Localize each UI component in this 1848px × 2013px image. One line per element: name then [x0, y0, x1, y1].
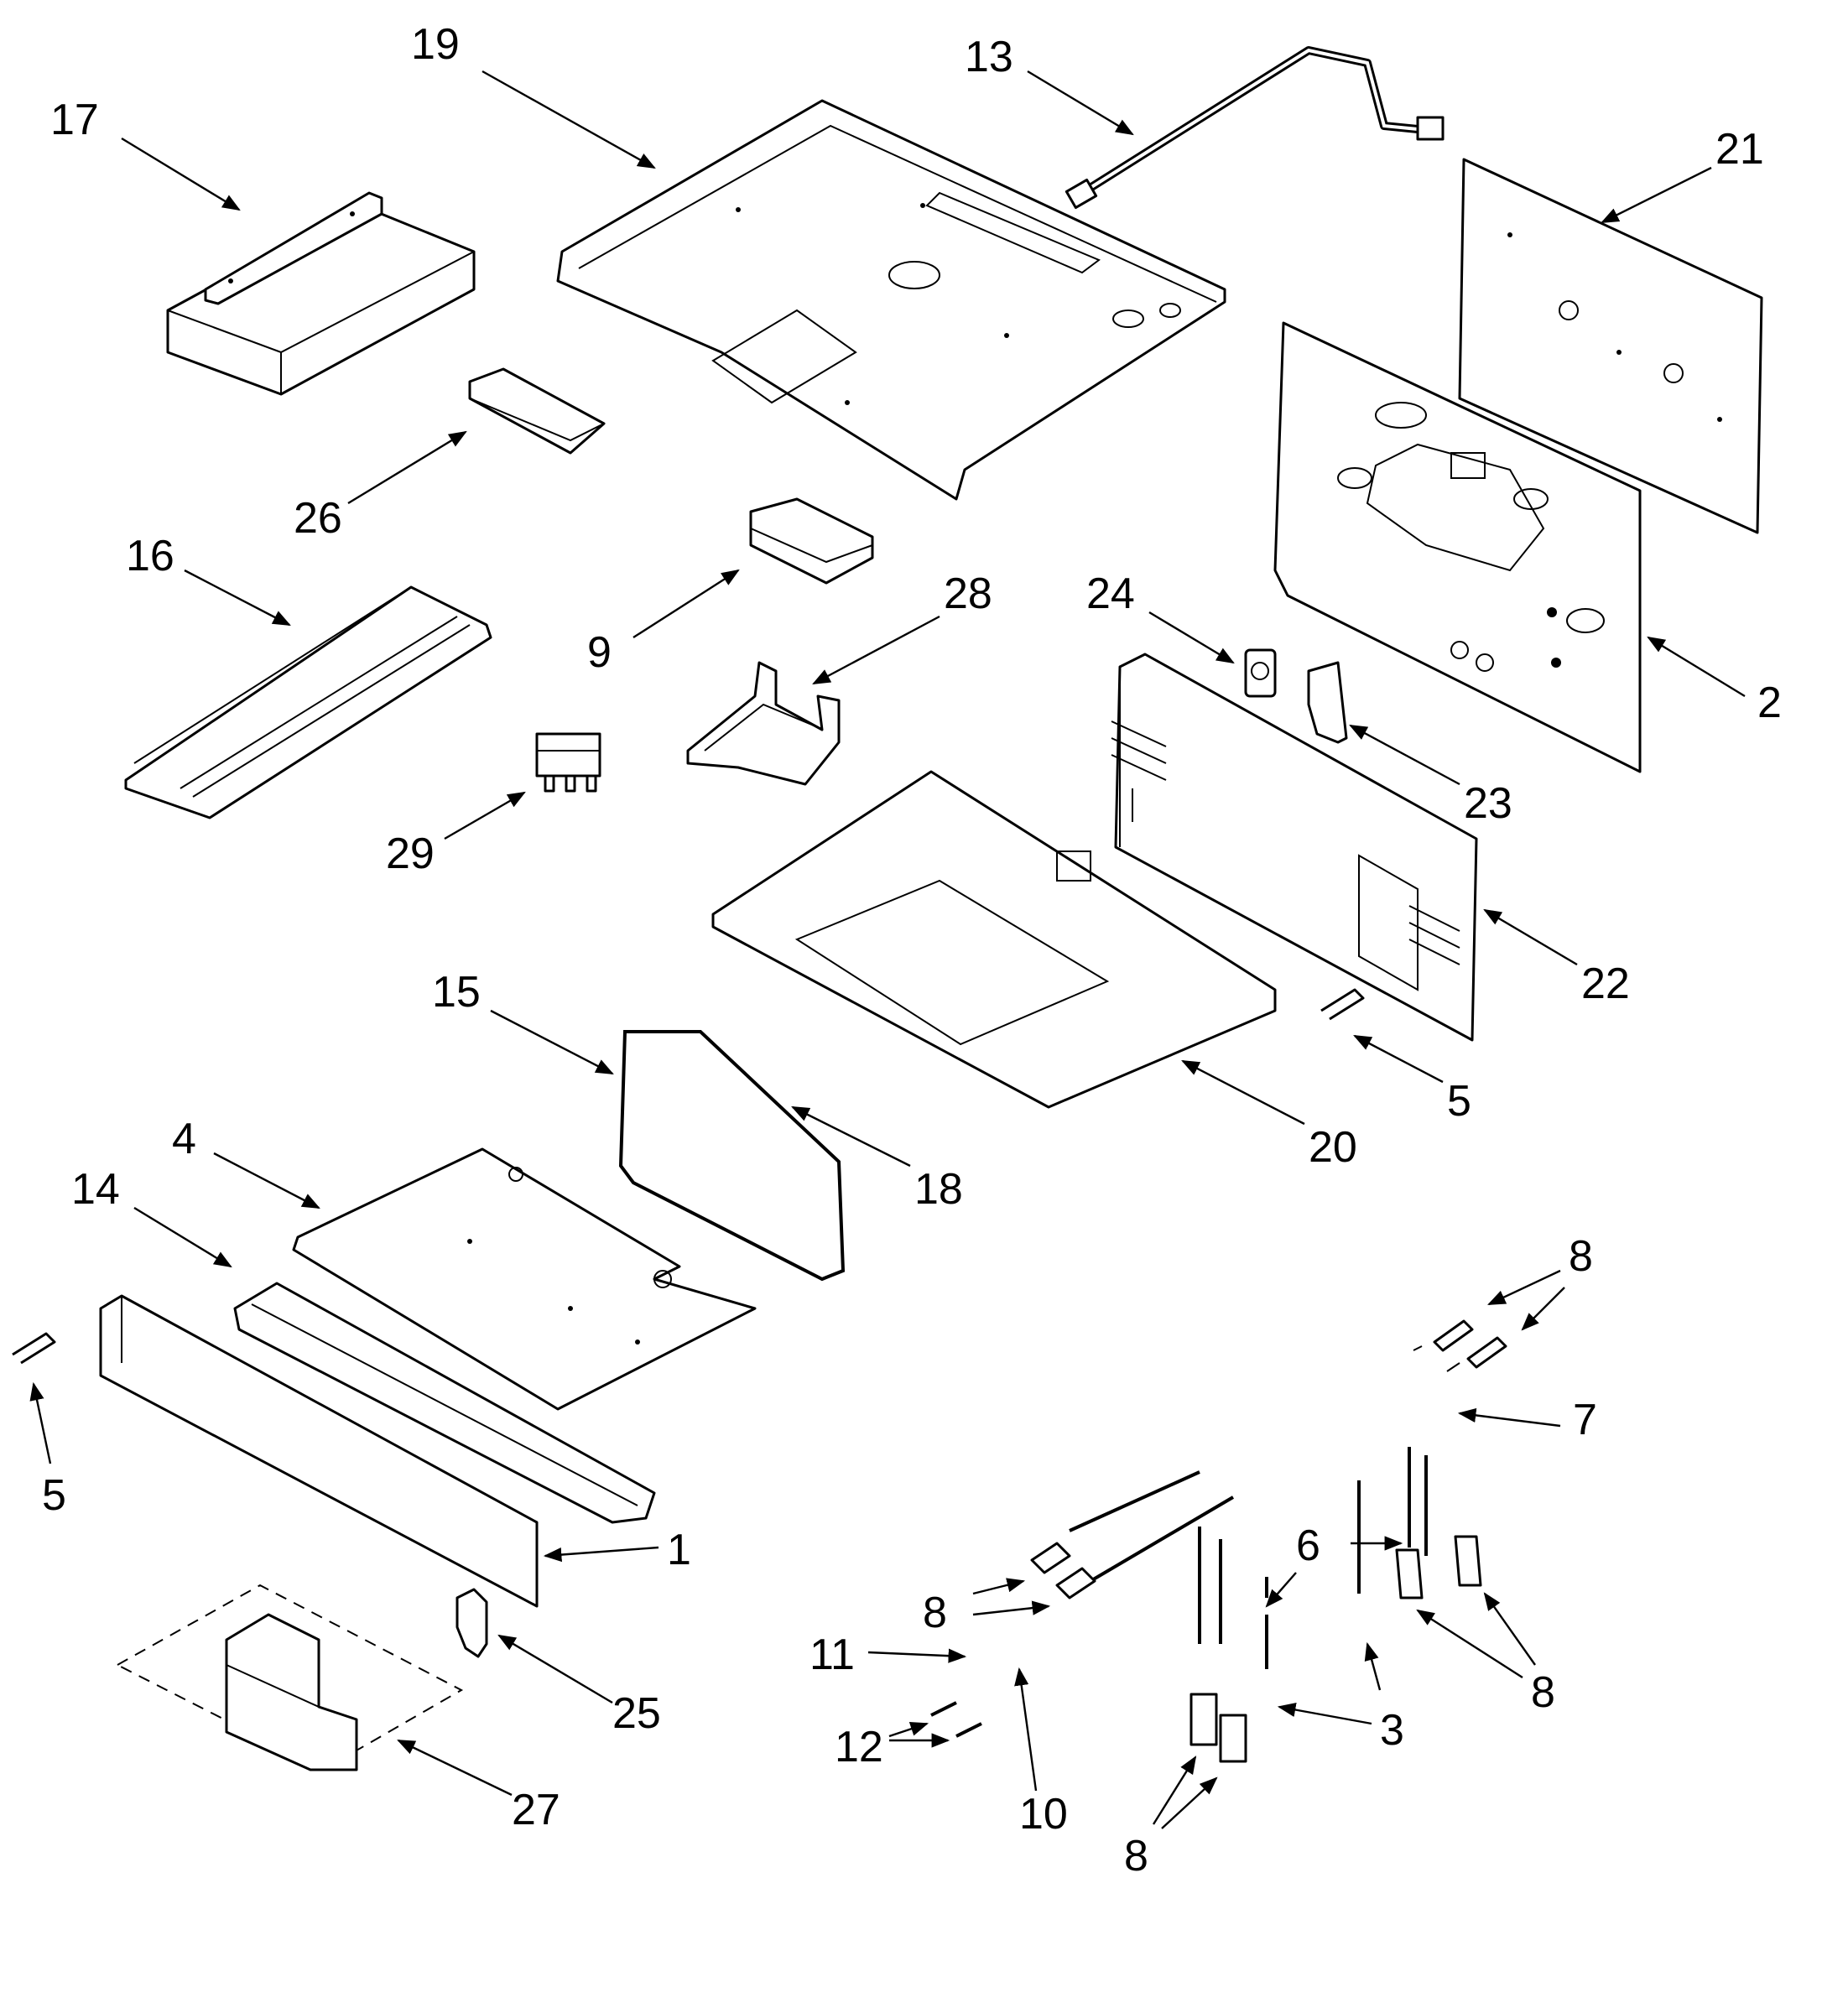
- callout-5-left: 5: [29, 1381, 66, 1520]
- callout-label: 25: [612, 1689, 661, 1738]
- part-13-gas-tube: [1065, 46, 1445, 210]
- part-29-valve: [535, 732, 601, 793]
- callout-label: 3: [1380, 1706, 1404, 1755]
- callout-label: 22: [1581, 960, 1630, 1008]
- callout-label: 11: [809, 1631, 855, 1679]
- callout-8-center: 8: [923, 1578, 1051, 1637]
- callout-label: 21: [1715, 125, 1764, 174]
- part-26-small-tray: [468, 367, 606, 455]
- callout-label: 4: [172, 1115, 196, 1163]
- callout-13: 13: [965, 33, 1134, 136]
- callout-22: 22: [1483, 908, 1630, 1008]
- callout-label: 19: [411, 20, 460, 69]
- callout-15: 15: [432, 968, 614, 1075]
- part-1-front-trim: [99, 1294, 539, 1608]
- part-20-floor: [711, 770, 1277, 1109]
- callout-23: 23: [1349, 724, 1512, 828]
- part-19-top-panel: [556, 99, 1226, 501]
- callout-3: 3: [1277, 1641, 1404, 1755]
- callout-label: 6: [1296, 1521, 1320, 1570]
- screw-set-8-upper: [1413, 1319, 1507, 1372]
- callout-27: 27: [397, 1739, 560, 1834]
- callout-2: 2: [1647, 636, 1782, 727]
- callout-label: 26: [294, 494, 342, 543]
- callout-8-upper: 8: [1487, 1232, 1593, 1331]
- callout-11: 11: [809, 1631, 967, 1679]
- callout-8-bottom: 8: [1124, 1756, 1218, 1880]
- callout-8-right: 8: [1416, 1592, 1555, 1717]
- screw-5-left: [12, 1332, 56, 1365]
- part-2-back-panel: [1273, 321, 1642, 773]
- callout-16: 16: [126, 532, 291, 627]
- callout-17: 17: [50, 96, 241, 211]
- callout-label: 9: [587, 628, 612, 677]
- callout-label: 7: [1573, 1396, 1597, 1444]
- part-14-front-rail: [233, 1282, 656, 1524]
- callout-9: 9: [587, 569, 740, 677]
- callout-7: 7: [1457, 1396, 1597, 1444]
- callout-12: 12: [835, 1721, 950, 1771]
- callout-28: 28: [812, 570, 992, 685]
- callout-label: 16: [126, 532, 174, 580]
- callout-label: 29: [386, 830, 435, 878]
- callout-24: 24: [1086, 570, 1235, 664]
- part-27-box: [115, 1584, 464, 1771]
- screws-8-center: [1030, 1542, 1247, 1763]
- callout-26: 26: [294, 430, 467, 543]
- part-22-side-panel: [1111, 653, 1478, 1042]
- callout-29: 29: [386, 791, 526, 878]
- callout-20: 20: [1181, 1059, 1357, 1172]
- part-4-bottom-plate: [292, 1147, 757, 1411]
- callout-label: 8: [1569, 1232, 1593, 1281]
- callout-21: 21: [1601, 125, 1764, 224]
- callout-label: 27: [512, 1786, 560, 1834]
- callout-label: 12: [835, 1723, 883, 1771]
- callout-label: 17: [50, 96, 99, 144]
- callout-label: 8: [1531, 1668, 1555, 1717]
- callout-label: 15: [432, 968, 481, 1017]
- callout-4: 4: [172, 1115, 320, 1209]
- part-9-bracket: [749, 497, 874, 585]
- part-23-bracket: [1307, 661, 1348, 744]
- clips-12: [930, 1701, 982, 1738]
- callout-19: 19: [411, 20, 656, 169]
- callout-5-right: 5: [1353, 1034, 1471, 1126]
- part-24-igniter: [1244, 648, 1277, 698]
- callout-label: 8: [923, 1589, 947, 1637]
- rods-7: [1357, 1447, 1428, 1594]
- part-25-clip: [455, 1588, 488, 1658]
- screw-5-right: [1320, 988, 1365, 1021]
- callout-label: 10: [1019, 1790, 1068, 1839]
- callout-14: 14: [71, 1165, 232, 1268]
- screws-8-right-lower: [1395, 1535, 1482, 1599]
- part-15-gasket: [618, 1030, 846, 1282]
- callout-label: 23: [1464, 779, 1512, 828]
- callout-label: 8: [1124, 1832, 1148, 1880]
- part-17-tray: [166, 191, 476, 396]
- callout-label: 18: [914, 1165, 963, 1214]
- callout-label: 5: [1447, 1077, 1471, 1126]
- callout-label: 24: [1086, 570, 1135, 618]
- callout-label: 13: [965, 33, 1013, 81]
- callout-10: 10: [1014, 1667, 1068, 1839]
- callout-label: 28: [944, 570, 992, 618]
- rods-10: [1069, 1470, 1268, 1669]
- part-28-shield: [686, 661, 841, 786]
- callout-label: 2: [1757, 679, 1782, 727]
- callout-label: 1: [667, 1526, 691, 1574]
- callout-label: 20: [1309, 1123, 1357, 1172]
- part-21-rear-plate: [1458, 158, 1763, 534]
- callout-label: 14: [71, 1165, 120, 1214]
- callout-label: 5: [42, 1471, 66, 1520]
- callout-25: 25: [497, 1634, 661, 1738]
- callout-1: 1: [543, 1526, 691, 1574]
- callout-6: 6: [1265, 1521, 1403, 1608]
- part-16-rail: [124, 585, 492, 819]
- callout-18: 18: [791, 1105, 963, 1214]
